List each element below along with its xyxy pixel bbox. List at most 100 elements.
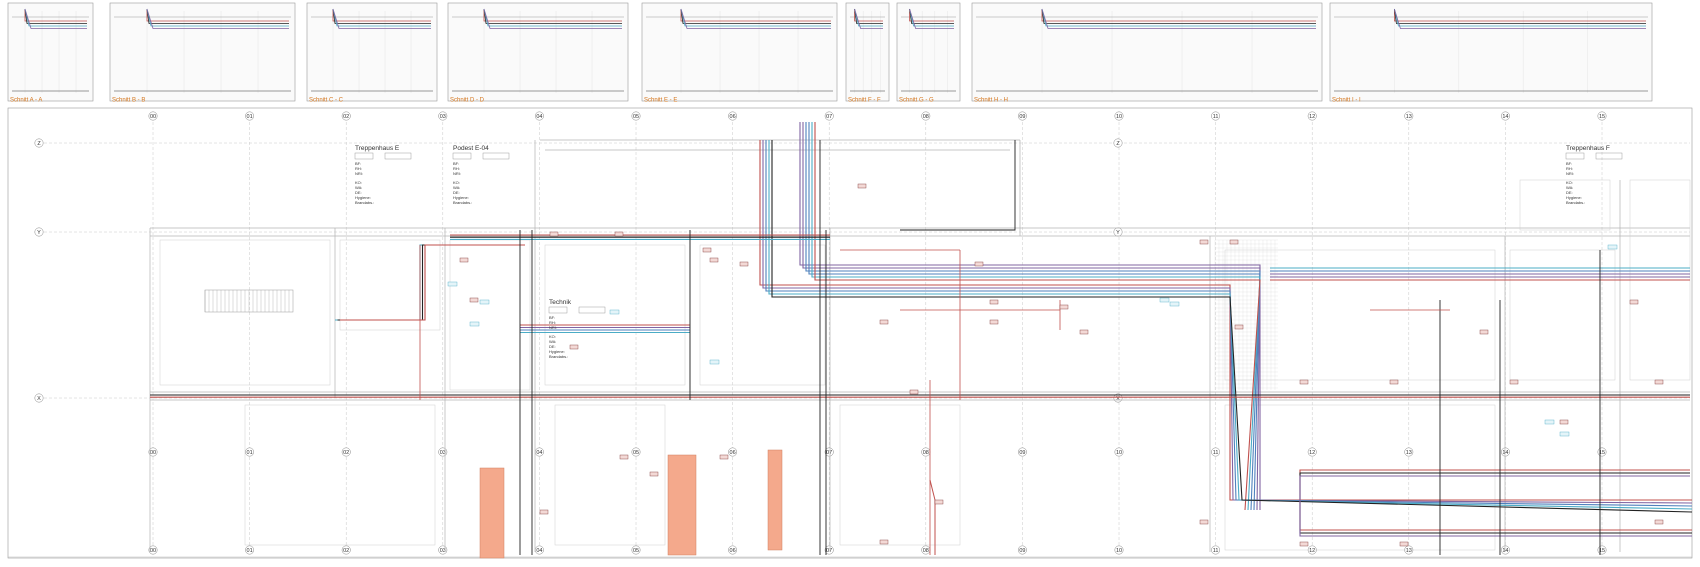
pipe-tag-box: [879, 539, 889, 545]
room-attribute-label: Hygiene:: [1566, 195, 1582, 200]
grid-column-label: 12: [1309, 114, 1315, 120]
grid-bubble: [1500, 447, 1510, 457]
grid-column-label: 10: [1116, 548, 1122, 554]
grid-column-label: 09: [1019, 450, 1025, 456]
grid-column-label: 07: [826, 548, 832, 554]
pipe-tag-box: [909, 389, 919, 395]
grid-column-label: 05: [633, 114, 639, 120]
grid-bubble: [1211, 111, 1221, 121]
room-attribute-label: Hygiene:: [549, 349, 565, 354]
grid-row-label: X: [37, 396, 41, 402]
room-attribute-label: DE:: [1566, 190, 1573, 195]
grid-column-marker: 03: [438, 111, 448, 121]
pipe-tag: [702, 247, 712, 253]
section-pipe: [332, 9, 431, 22]
grid-column-label: 01: [247, 114, 253, 120]
section-pipe: [854, 8, 883, 24]
grid-column-marker: 09: [1017, 545, 1027, 555]
grid-bubble: [34, 393, 44, 403]
grid-column-label: 03: [440, 450, 446, 456]
grid-bubble: [728, 447, 738, 457]
section-pipe: [854, 8, 883, 29]
grid-column-label: 11: [1213, 548, 1219, 554]
shaft-fill: [667, 454, 697, 556]
pipe-tag: [469, 297, 479, 303]
pipe-tag: [1389, 379, 1399, 385]
grid-bubble: [631, 111, 641, 121]
room-stamp: Treppenhaus EBF:RH:NRI:KO:WA:DE:Hygiene:…: [354, 145, 412, 205]
pipe-tag-box: [1059, 304, 1069, 310]
room-level-box: [482, 152, 510, 160]
pipe-tag-box: [1654, 519, 1664, 525]
section-label: Schnitt E - E: [644, 98, 677, 104]
section-pipe: [1041, 8, 1316, 29]
room-attribute-label: Hygiene:: [453, 195, 469, 200]
grid-row-marker: Z: [34, 138, 44, 148]
grid-column-marker: 08: [921, 447, 931, 457]
grid-row-marker: Y: [1113, 227, 1123, 237]
grid-bubble: [1597, 111, 1607, 121]
grid-bubble: [728, 545, 738, 555]
grid-column-label: 09: [1019, 548, 1025, 554]
grid-column-label: 12: [1309, 548, 1315, 554]
room-outline: [449, 239, 531, 391]
grid-column-marker: 04: [534, 447, 544, 457]
staircase: [204, 289, 294, 313]
grid-column-label: 01: [247, 450, 253, 456]
grid-column-label: 00: [150, 450, 156, 456]
room-attribute-label: RH:: [1566, 166, 1573, 171]
room-outline: [1224, 249, 1496, 381]
pipe-tag: [989, 319, 999, 325]
section-view-6: Schnitt F - F: [845, 2, 890, 104]
pipe-label-cyan: [1544, 419, 1555, 425]
section-pipe: [1394, 9, 1646, 22]
pipe-tag: [1059, 304, 1069, 310]
pipe-label-cyan: [1607, 244, 1618, 250]
pipe-tag-box: [1199, 519, 1209, 525]
section-view-3: Schnitt C - C: [306, 2, 438, 104]
grid-column-label: 10: [1116, 450, 1122, 456]
section-pipe: [483, 9, 622, 22]
grid-column-marker: 11: [1211, 545, 1221, 555]
grid-bubble: [438, 111, 448, 121]
room-attribute-label: KO:: [549, 334, 556, 339]
grid-column-marker: 00: [148, 111, 158, 121]
pipe-tag-box: [1079, 329, 1089, 335]
grid-column-marker: 03: [438, 545, 448, 555]
pipe-line: [1299, 475, 1692, 537]
room-attribute-label: Brandabs.:: [1566, 200, 1585, 205]
room-number-box: [354, 152, 374, 160]
section-pipe: [483, 8, 622, 29]
grid-column-marker: 04: [534, 111, 544, 121]
pipe-tag-box: [989, 319, 999, 325]
grid-column-marker: 14: [1500, 111, 1510, 121]
section-pipe: [146, 8, 289, 29]
room-outline: [339, 239, 441, 331]
grid-column-marker: 01: [245, 545, 255, 555]
grid-bubble: [1114, 545, 1124, 555]
room-attribute-label: Brandabs.:: [549, 354, 568, 359]
grid-column-label: 13: [1406, 114, 1412, 120]
main-duct-bundle: [799, 122, 1261, 511]
pipe-tag: [1629, 299, 1639, 305]
grid-bubble: [631, 447, 641, 457]
pipe-tag-box: [459, 257, 469, 263]
section-label: Schnitt A - A: [10, 98, 42, 104]
grid-column-label: 14: [1502, 548, 1508, 554]
grid-bubble: [1211, 447, 1221, 457]
grid-column-label: 14: [1502, 450, 1508, 456]
grid-column-marker: 10: [1114, 447, 1124, 457]
pipe-tag-box: [719, 454, 729, 460]
grid-bubble: [341, 111, 351, 121]
grid-column-marker: 09: [1017, 447, 1027, 457]
room-attribute-label: DE:: [549, 344, 556, 349]
section-frame: [1329, 2, 1653, 102]
grid-column-marker: 06: [728, 111, 738, 121]
grid-column-marker: 05: [631, 447, 641, 457]
room-attribute-label: BF:: [549, 315, 555, 320]
room-attribute-label: DE:: [355, 190, 362, 195]
section-pipe: [909, 9, 954, 22]
room-attribute-label: Brandabs.:: [355, 200, 374, 205]
